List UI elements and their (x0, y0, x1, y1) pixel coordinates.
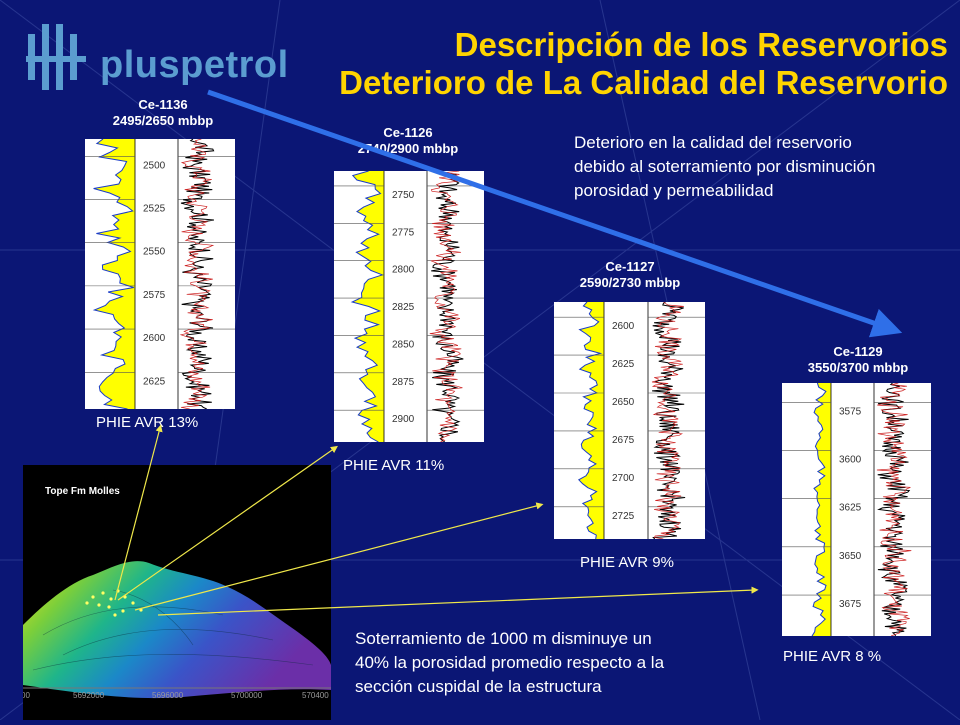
well-interval: 2740/2900 mbbp (357, 141, 459, 156)
map-x-tick: 00 (23, 691, 30, 700)
porosity-curve (811, 383, 827, 636)
well-log-svg: 2600 2625 2650 2675 2700 2725 (554, 302, 705, 539)
well-log-ce-1136: 2500 2525 2550 2575 2600 2625 (85, 139, 235, 409)
structure-map: Tope Fm Molles 00 5692000 5696000 570000… (21, 465, 331, 720)
well-label-ce-1127: Ce-1127 2590/2730 mbbp (540, 259, 720, 291)
well-name: Ce-1126 (383, 125, 433, 140)
well-log-ce-1126: 2750 2775 2800 2825 2850 2875 2900 (334, 171, 484, 442)
well-name: Ce-1136 (138, 97, 188, 112)
depth-label: 2550 (143, 247, 166, 258)
resistivity-trace (652, 302, 686, 539)
secondary-trace (876, 383, 912, 636)
well-label-ce-1129: Ce-1129 3550/3700 mbbp (768, 344, 948, 376)
porosity-fill (578, 302, 604, 539)
well-log-svg: 2500 2525 2550 2575 2600 2625 (85, 139, 235, 409)
depth-label: 3650 (839, 551, 862, 562)
depth-label: 2500 (143, 160, 166, 171)
well-name: Ce-1129 (833, 344, 883, 359)
phie-label-ce-1129: PHIE AVR 8 % (783, 648, 882, 665)
well-label-ce-1136: Ce-1136 2495/2650 mbbp (73, 97, 253, 129)
depth-label: 2600 (612, 321, 635, 332)
well-log-ce-1129: 3575 3600 3625 3650 3675 (782, 383, 931, 636)
secondary-trace (651, 302, 684, 539)
depth-label: 2825 (392, 302, 415, 313)
depth-label: 2775 (392, 227, 415, 238)
description-line-3: porosidad y permeabilidad (574, 181, 774, 200)
depth-label: 2875 (392, 377, 415, 388)
depth-label: 2800 (392, 265, 415, 276)
phie-label-ce-1127: PHIE AVR 9% (580, 554, 674, 571)
footer-text: Soterramiento de 1000 m disminuye un 40%… (355, 627, 755, 699)
depth-label: 2750 (392, 190, 415, 201)
depth-label: 3600 (839, 454, 862, 465)
porosity-fill (93, 139, 135, 409)
structure-surface (23, 561, 331, 699)
porosity-curve (92, 139, 134, 409)
description-line-1: Deterioro en la calidad del reservorio (574, 133, 852, 152)
depth-label: 2600 (143, 333, 166, 344)
description-text: Deterioro en la calidad del reservorio d… (574, 131, 956, 203)
depth-label: 3625 (839, 503, 862, 514)
depth-label: 3575 (839, 406, 862, 417)
map-title: Tope Fm Molles (45, 486, 120, 497)
map-x-tick: 5696000 (152, 691, 184, 700)
depth-label: 2675 (612, 435, 635, 446)
depth-label: 2900 (392, 414, 415, 425)
well-name: Ce-1127 (605, 259, 655, 274)
title-line-1: Descripción de los Reservorios (454, 26, 948, 63)
footer-line-1: Soterramiento de 1000 m disminuye un (355, 629, 652, 648)
phie-label-ce-1136: PHIE AVR 13% (96, 414, 199, 431)
footer-line-2: 40% la porosidad promedio respecto a la (355, 653, 665, 672)
well-log-svg: 3575 3600 3625 3650 3675 (782, 383, 931, 636)
brand-name: pluspetrol (100, 44, 289, 86)
resistivity-trace (431, 171, 464, 442)
phie-label-ce-1126: PHIE AVR 11% (343, 457, 445, 474)
title-line-2: Deterioro de La Calidad del Reservorio (339, 64, 948, 101)
well-log-ce-1127: 2600 2625 2650 2675 2700 2725 (554, 302, 705, 539)
resistivity-trace (877, 383, 911, 636)
depth-label: 3675 (839, 599, 862, 610)
description-line-2: debido al soterramiento por disminución (574, 157, 876, 176)
page-title: Descripción de los Reservorios Deterioro… (339, 26, 948, 102)
depth-label: 2850 (392, 339, 415, 350)
well-log-svg: 2750 2775 2800 2825 2850 2875 2900 (334, 171, 484, 442)
map-x-tick: 5700000 (231, 691, 263, 700)
depth-label: 2625 (612, 359, 635, 370)
depth-label: 2525 (143, 203, 166, 214)
depth-label: 2625 (143, 376, 166, 387)
depth-label: 2650 (612, 397, 635, 408)
depth-label: 2575 (143, 290, 166, 301)
pluspetrol-logo (26, 24, 86, 90)
porosity-curve (577, 302, 603, 539)
map-x-tick: 570400 (302, 691, 329, 700)
depth-label: 2725 (612, 511, 635, 522)
well-label-ce-1126: Ce-1126 2740/2900 mbbp (318, 125, 498, 157)
depth-label: 2700 (612, 473, 635, 484)
well-interval: 2590/2730 mbbp (579, 275, 681, 290)
well-interval: 2495/2650 mbbp (112, 113, 214, 128)
map-x-tick: 5692000 (73, 691, 105, 700)
footer-line-3: sección cuspidal de la estructura (355, 677, 602, 696)
well-interval: 3550/3700 mbbp (807, 360, 909, 375)
